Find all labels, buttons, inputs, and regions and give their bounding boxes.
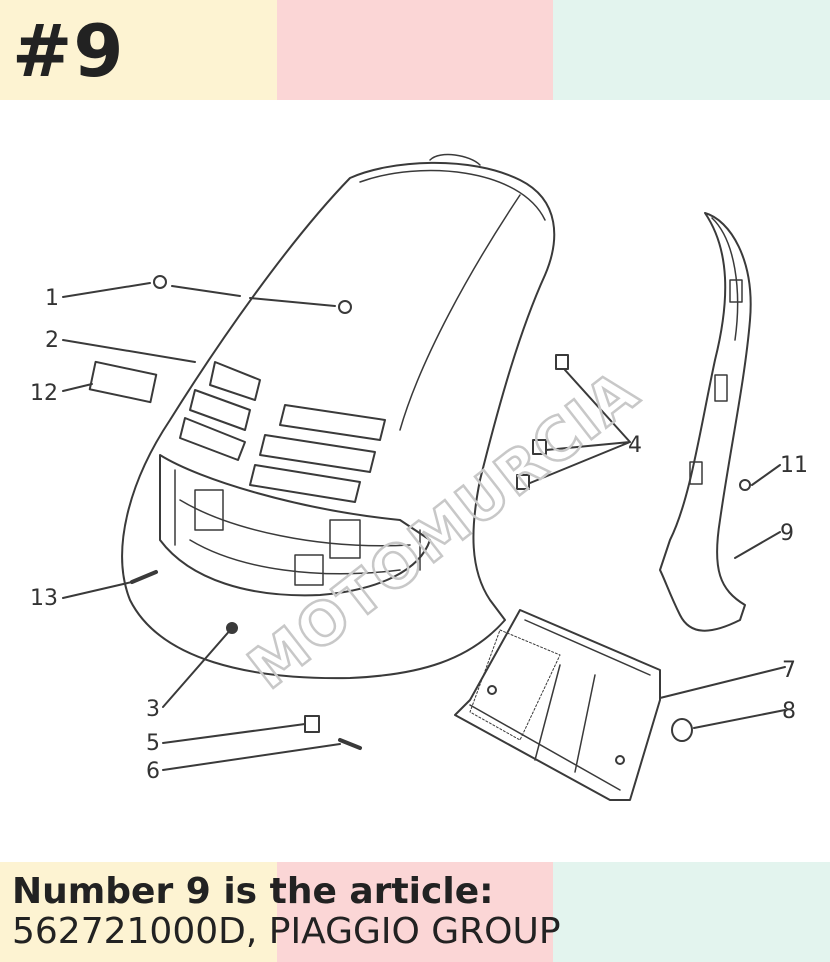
callout-label-1: 1 [45, 286, 59, 311]
caption-heading: Number 9 is the article: [12, 871, 494, 912]
callout-label-2: 2 [45, 328, 59, 353]
watermark-text: MOTOMURCIA [236, 357, 652, 703]
top-color-band [0, 0, 830, 100]
top-band-yellow [0, 0, 277, 100]
bottom-color-band [0, 862, 830, 962]
callout-label-9: 9 [780, 521, 794, 546]
callout-label-11: 11 [780, 453, 808, 478]
callout-label-4: 4 [628, 433, 642, 458]
side-panel-part-9 [659, 212, 752, 632]
front-shield-outline [121, 161, 556, 680]
article-caption: Number 9 is the article: 562721000D, PIA… [12, 872, 561, 952]
callout-label-8: 8 [782, 699, 796, 724]
bottom-band-pink [277, 862, 553, 962]
callout-label-6: 6 [146, 759, 160, 784]
caption-article-number: 562721000D, PIAGGIO GROUP [12, 911, 561, 952]
callout-label-5: 5 [146, 731, 160, 756]
callout-label-12: 12 [30, 381, 58, 406]
callout-label-13: 13 [30, 586, 58, 611]
callout-label-7: 7 [782, 658, 796, 683]
bottom-band-mint [553, 862, 830, 962]
bottom-band-yellow [0, 862, 277, 962]
callout-label-3: 3 [146, 697, 160, 722]
part-number-title: #9 [12, 9, 125, 93]
lower-grille-part-7 [454, 609, 661, 801]
top-band-mint [553, 0, 830, 100]
parts-exploded-diagram: MOTOMURCIA 1 2 12 4 11 9 13 3 5 6 7 8 [30, 153, 808, 801]
top-band-pink [277, 0, 553, 100]
